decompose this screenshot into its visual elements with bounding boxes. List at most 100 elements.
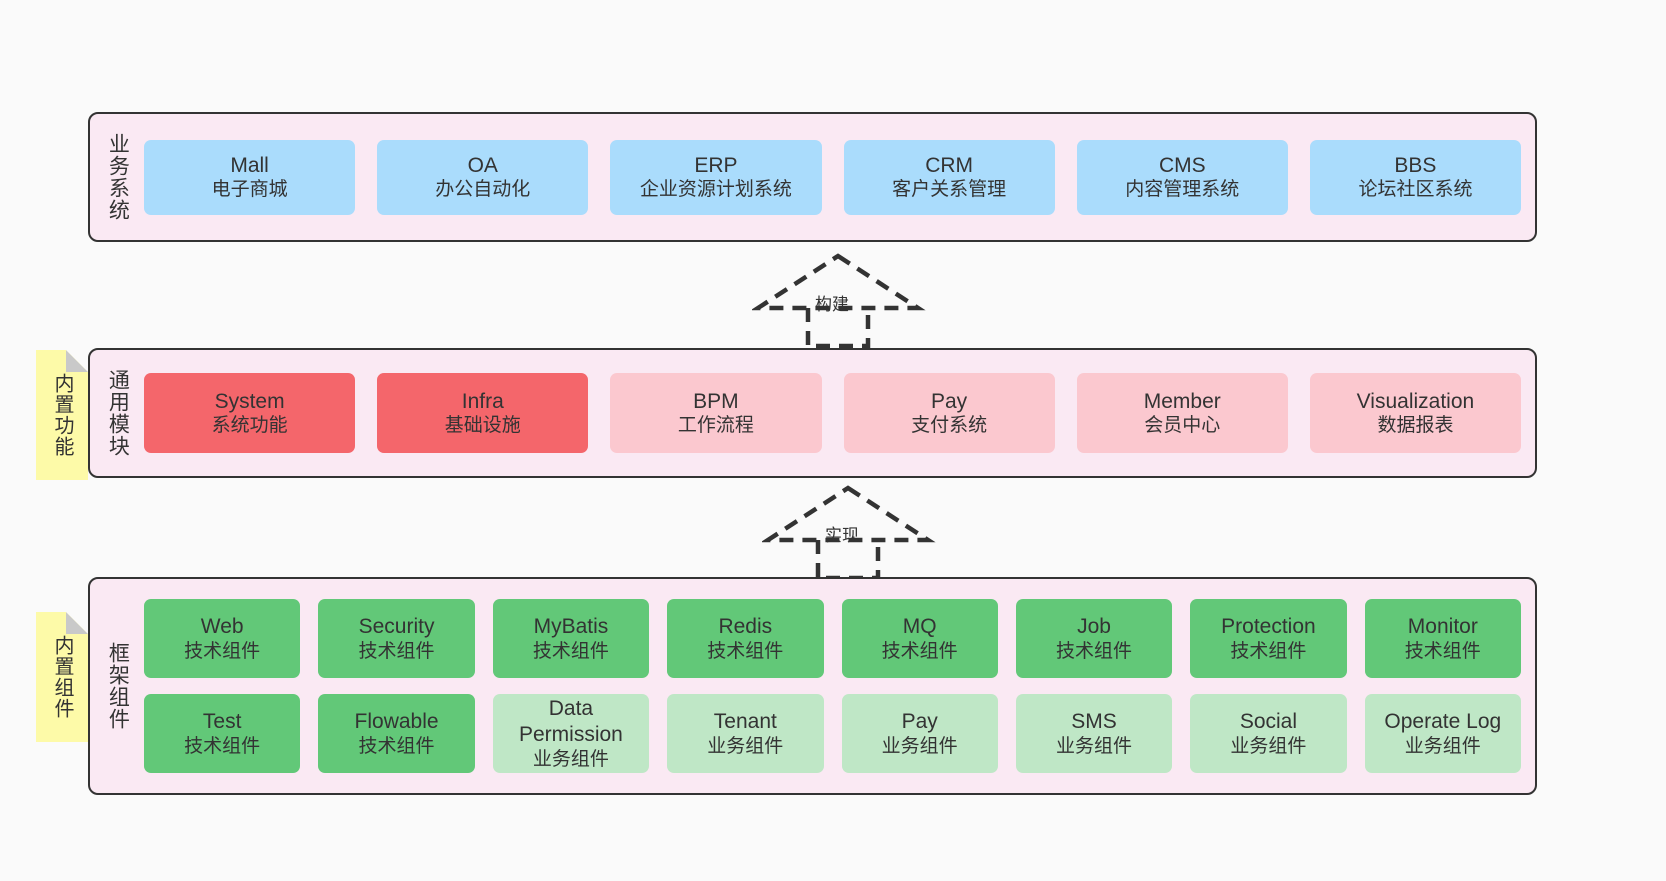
layer-common-modules: 通用模块 System 系统功能 Infra 基础设施 BPM 工作流程 Pay… [88,348,1537,478]
note-builtin-function: 内置功能 [36,350,88,480]
framework-card-security[interactable]: Security 技术组件 [318,599,475,678]
framework-card-tenant-en: Tenant [713,710,777,734]
module-card-bpm-cn: 工作流程 [677,415,754,437]
framework-card-test-en: Test [202,710,242,734]
note-builtin-component: 内置组件 [36,612,88,742]
framework-card-security-en: Security [358,615,435,639]
framework-card-protection[interactable]: Protection 技术组件 [1190,599,1347,678]
business-card-bbs-en: BBS [1394,153,1437,177]
framework-card-mybatis-en: MyBatis [533,615,609,639]
framework-card-operate-log-en: Operate Log [1384,710,1502,734]
framework-card-test-cn: 技术组件 [184,735,261,757]
framework-card-tenant[interactable]: Tenant 业务组件 [667,694,824,773]
layer-framework-components: 框架组件 Web 技术组件 Security 技术组件 MyBatis 技术组件… [88,577,1537,795]
framework-card-flowable-en: Flowable [354,710,439,734]
business-card-row: Mall 电子商城 OA 办公自动化 ERP 企业资源计划系统 CRM 客户关系… [144,139,1522,215]
framework-card-monitor[interactable]: Monitor 技术组件 [1364,599,1521,678]
framework-card-sms-cn: 业务组件 [1056,735,1133,757]
business-card-erp-cn: 企业资源计划系统 [639,179,792,201]
layer-business-systems: 业务系统 Mall 电子商城 OA 办公自动化 ERP 企业资源计划系统 CRM… [88,112,1537,242]
layer-common-modules-title: 通用模块 [106,369,130,457]
business-card-crm-en: CRM [925,153,974,177]
module-card-bpm[interactable]: BPM 工作流程 [610,373,822,453]
module-card-member[interactable]: Member 会员中心 [1076,373,1288,453]
layer-business-systems-title: 业务系统 [106,133,130,221]
framework-card-pay-cn: 业务组件 [881,735,958,757]
note-builtin-component-label: 内置组件 [51,635,73,719]
framework-card-tenant-cn: 业务组件 [707,735,784,757]
framework-card-row-business: Test 技术组件 Flowable 技术组件 Data Permission … [144,694,1521,773]
framework-card-data-permission[interactable]: Data Permission 业务组件 [492,694,650,773]
business-card-bbs-cn: 论坛社区系统 [1358,179,1473,201]
module-card-system[interactable]: System 系统功能 [144,373,356,453]
connector-build-label: 构建 [815,295,849,314]
module-card-infra-en: Infra [461,389,504,413]
framework-card-monitor-en: Monitor [1407,615,1478,639]
connector-implement-label: 实现 [825,526,859,545]
framework-card-operate-log[interactable]: Operate Log 业务组件 [1364,694,1521,773]
business-card-oa[interactable]: OA 办公自动化 [377,139,589,215]
note-fold-corner-icon [66,612,88,634]
business-card-oa-cn: 办公自动化 [435,179,531,201]
framework-card-social[interactable]: Social 业务组件 [1190,694,1347,773]
module-card-visualization-cn: 数据报表 [1377,415,1454,437]
framework-card-protection-cn: 技术组件 [1230,640,1307,662]
business-card-cms-cn: 内容管理系统 [1125,179,1240,201]
framework-card-mq-en: MQ [902,615,937,639]
layer-common-modules-body: System 系统功能 Infra 基础设施 BPM 工作流程 Pay 支付系统… [144,350,1535,476]
module-card-system-en: System [214,389,285,413]
framework-card-redis[interactable]: Redis 技术组件 [667,599,824,678]
module-card-visualization-en: Visualization [1356,389,1475,413]
framework-card-data-permission-cn: 业务组件 [532,748,609,770]
framework-card-web-cn: 技术组件 [184,640,261,662]
module-card-infra-cn: 基础设施 [444,415,521,437]
framework-card-mq-cn: 技术组件 [881,640,958,662]
framework-card-flowable[interactable]: Flowable 技术组件 [318,694,475,773]
module-card-visualization[interactable]: Visualization 数据报表 [1309,373,1522,453]
module-card-infra[interactable]: Infra 基础设施 [377,373,589,453]
framework-card-protection-en: Protection [1221,615,1316,639]
framework-card-job[interactable]: Job 技术组件 [1015,599,1173,678]
note-builtin-function-label: 内置功能 [51,373,73,457]
module-card-pay[interactable]: Pay 支付系统 [843,373,1055,453]
framework-card-operate-log-cn: 业务组件 [1404,735,1481,757]
framework-card-social-cn: 业务组件 [1230,735,1307,757]
business-card-mall[interactable]: Mall 电子商城 [144,139,356,215]
layer-framework-components-body: Web 技术组件 Security 技术组件 MyBatis 技术组件 Redi… [144,579,1535,793]
module-card-pay-cn: 支付系统 [911,415,988,437]
business-card-mall-en: Mall [230,153,269,177]
business-card-cms[interactable]: CMS 内容管理系统 [1076,139,1288,215]
note-fold-corner-icon [66,350,88,372]
framework-card-sms-en: SMS [1071,710,1117,734]
framework-card-mybatis[interactable]: MyBatis 技术组件 [492,599,650,678]
layer-business-systems-body: Mall 电子商城 OA 办公自动化 ERP 企业资源计划系统 CRM 客户关系… [144,114,1535,240]
business-card-erp-en: ERP [694,153,738,177]
framework-card-mq[interactable]: MQ 技术组件 [841,599,998,678]
module-card-system-cn: 系统功能 [211,415,288,437]
framework-card-redis-en: Redis [718,615,773,639]
framework-card-test[interactable]: Test 技术组件 [144,694,301,773]
framework-card-web[interactable]: Web 技术组件 [144,599,301,678]
framework-card-job-en: Job [1077,615,1111,639]
framework-card-social-en: Social [1239,710,1298,734]
module-card-row: System 系统功能 Infra 基础设施 BPM 工作流程 Pay 支付系统… [144,373,1522,453]
framework-card-pay-en: Pay [901,710,938,734]
business-card-crm-cn: 客户关系管理 [892,179,1007,201]
framework-card-pay[interactable]: Pay 业务组件 [841,694,998,773]
framework-card-flowable-cn: 技术组件 [358,735,435,757]
business-card-crm[interactable]: CRM 客户关系管理 [843,139,1055,215]
framework-card-row-tech: Web 技术组件 Security 技术组件 MyBatis 技术组件 Redi… [144,599,1521,678]
business-card-bbs[interactable]: BBS 论坛社区系统 [1309,139,1522,215]
module-card-member-en: Member [1143,389,1221,413]
framework-card-redis-cn: 技术组件 [707,640,784,662]
framework-card-mybatis-cn: 技术组件 [532,640,609,662]
framework-card-monitor-cn: 技术组件 [1404,640,1481,662]
framework-card-sms[interactable]: SMS 业务组件 [1015,694,1173,773]
framework-card-security-cn: 技术组件 [358,640,435,662]
module-card-pay-en: Pay [931,389,968,413]
business-card-erp[interactable]: ERP 企业资源计划系统 [610,139,822,215]
business-card-cms-en: CMS [1158,153,1206,177]
business-card-mall-cn: 电子商城 [211,179,288,201]
framework-card-job-cn: 技术组件 [1056,640,1133,662]
